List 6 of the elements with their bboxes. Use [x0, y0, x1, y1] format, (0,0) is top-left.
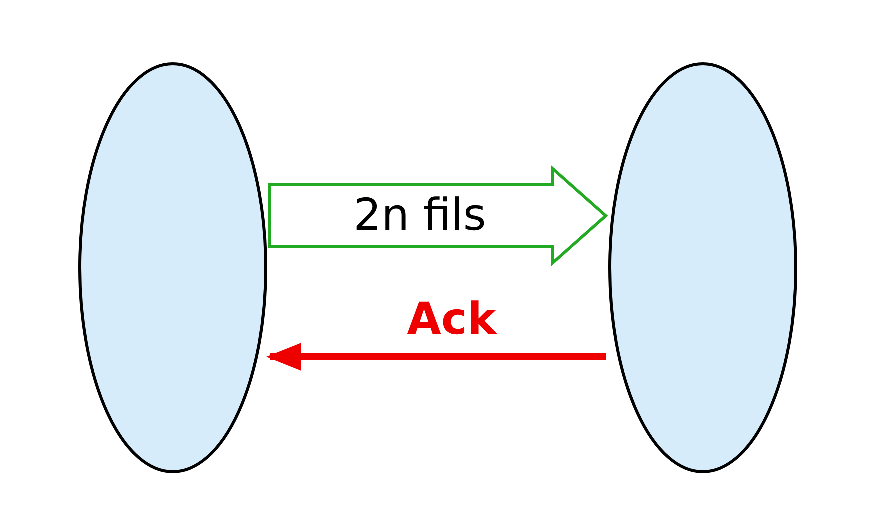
block-arrow: [268, 166, 608, 266]
arrow: [266, 343, 606, 371]
ellipse: [608, 62, 798, 474]
edge-label: Ack: [407, 293, 497, 347]
ellipse: [78, 62, 268, 474]
edge-label: 2n fils: [354, 189, 486, 243]
